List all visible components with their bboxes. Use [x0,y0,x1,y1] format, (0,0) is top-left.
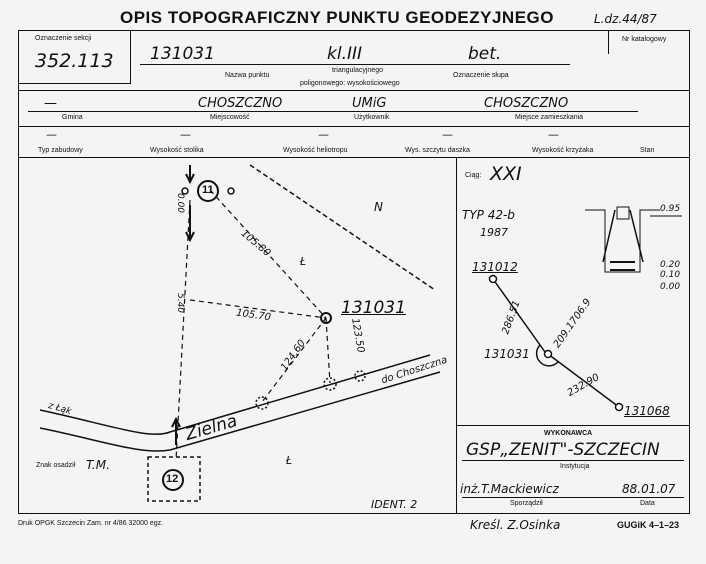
stan-label: Stan [640,147,655,154]
form-code: GUGiK 4–1–23 [617,520,680,530]
surveyor-name: inż.T.Mackiewicz [460,482,559,496]
tree-icon [323,377,337,391]
point-12-marker [162,469,184,491]
wys-krzyzaka-label: Wysokość krzyżaka [532,147,594,154]
north-label: N [374,200,383,214]
type-label: TYP 42-b [462,208,515,222]
traverse-up [492,278,546,353]
traverse-point: 131068 [624,404,670,418]
gmina-label: Gmina [62,114,83,121]
post-type: bet. [468,44,502,64]
executor-label: WYKONAWCA [544,430,593,437]
surveyor-label: Sporządził [510,500,543,507]
reference-number: L.dz.44/87 [594,12,657,26]
line-11-to-point [209,189,327,319]
dim-label: 0.95 [660,204,681,214]
print-info: Druk OPGK Szczecin Zam. nr 4/86 32000 eg… [18,520,164,527]
year-label: 1987 [480,226,508,239]
survey-date: 88.01.07 [622,482,676,496]
frame-right [689,30,690,514]
wys-daszka-label: Wys. szczytu daszka [405,147,470,154]
gmina-value: — [44,96,57,111]
wys-heliotropu-label: Wysokość heliotropu [283,147,348,154]
miejsce-label: Miejsce zamieszkania [515,114,584,121]
height-dash: — [318,128,329,141]
point-number: 131031 [150,44,215,64]
drawn-by: Kreśl. Z.Osinka [470,518,561,532]
row-divider-3 [18,157,690,158]
miejscowosc-label: Miejscowość [210,114,250,121]
sketch-point-label: 131031 [341,298,406,318]
page-title: OPIS TOPOGRAFICZNY PUNKTU GEODEZYJNEGO [120,8,554,27]
executor-divider [456,425,690,426]
miejscowosc-value: CHOSZCZNO [198,96,283,111]
date-label: Data [640,500,655,507]
typ-zabudowy-label: Typ zabudowy [38,147,83,154]
tree-icon [354,370,366,382]
ciag-label: Ciąg: [465,172,482,179]
offset-label: 0.00 [175,192,186,214]
line-offset-to-point [189,299,327,319]
traverse-point: 131031 [484,347,530,361]
point-12-box [147,456,201,502]
road-lower [39,371,441,452]
catalog-label: Nr katalogowy [622,36,667,43]
ref-point-label: 11 [202,184,214,196]
uzytkownik-value: UMiG [352,96,387,111]
section-value: 352.113 [35,50,114,72]
post-label: Oznaczenie słupa [453,72,509,79]
frame-left [18,30,19,514]
executor-name: GSP„ZENIT"-SZCZECIN [466,440,660,460]
dim-label: 0.00 [660,282,681,292]
height-dash: — [46,128,57,141]
ident-label: IDENT. 2 [371,498,418,511]
uzytkownik-label: Użytkownik [354,114,390,121]
marker-value: T.M. [86,458,110,472]
dim-label: 0.20 [660,260,681,270]
ciag-value: XXI [490,163,522,185]
base-point-label: 12 [166,473,179,485]
wys-stolika-label: Wysokość stolika [150,147,204,154]
ground-mark: Ł [286,454,293,467]
name-label: Nazwa punktu [225,72,270,79]
offset-label: 5.40 [175,292,186,314]
row-divider-2 [18,126,690,127]
section-label: Oznaczenie sekcji [35,35,92,42]
point-11-marker [197,180,219,202]
triangulation-label: triangulacyjnego [332,67,383,74]
traverse-point: 131012 [472,260,518,274]
row-divider-1 [18,90,690,91]
height-dash: — [548,128,559,141]
main-point-marker [320,312,332,324]
height-dash: — [180,128,191,141]
frame-bottom [18,513,690,514]
frame-top [18,30,690,31]
institution-label: Instytucja [560,463,590,470]
height-dash: — [442,128,453,141]
tree-icon [255,396,269,410]
line-11-to-12 [175,199,191,461]
point-class: kl.III [327,44,363,64]
miejsce-value: CHOSZCZNO [484,96,569,111]
marker-label: Znak osadził [36,462,76,469]
ground-mark: Ł [300,255,307,268]
boundary-line [249,164,436,291]
line-point-to-tree2 [325,317,331,384]
sketch-divider [456,157,457,513]
polygon-label: poligonowego: wysokościowego [300,80,400,87]
road-upper [39,354,431,435]
dim-label: 0.10 [660,270,681,280]
traverse-down [547,353,620,408]
